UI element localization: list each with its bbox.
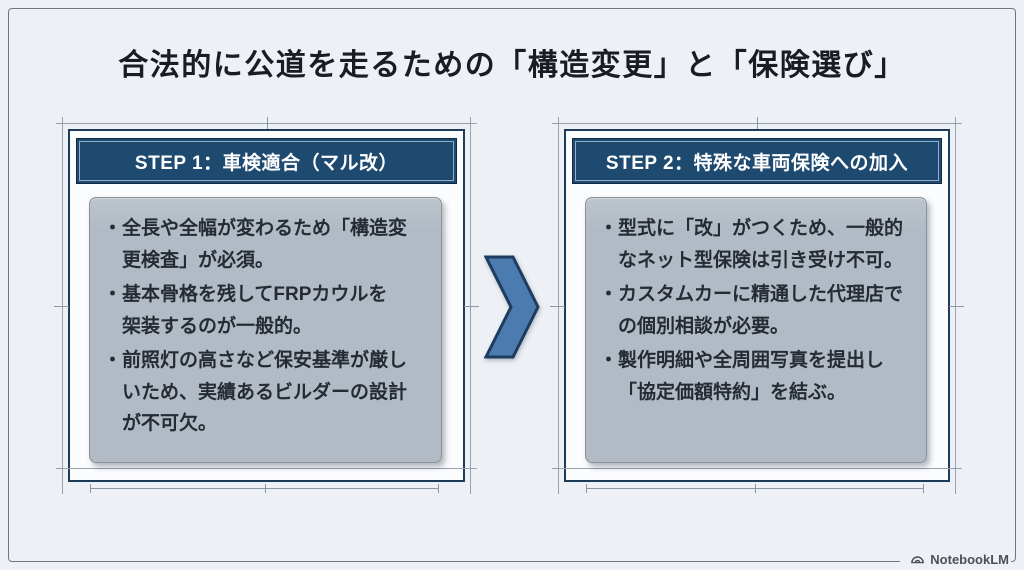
guide-tick [266, 117, 268, 129]
bullet-item: ・型式に「改」がつくため、一般的 なネット型保険は引き受け不可。 [599, 218, 904, 271]
guide-tick [464, 305, 479, 307]
guide-line [552, 468, 962, 469]
guide-line [552, 123, 962, 124]
step2-panel: STEP 2：特殊な車両保険への加入 ・型式に「改」がつくため、一般的 なネット… [550, 117, 964, 494]
notebooklm-label: NotebookLM [930, 552, 1009, 567]
bullet-item: ・全長や全幅が変わるため「構造変 更検査」が必須。 [103, 218, 408, 271]
notebooklm-watermark: NotebookLM [900, 551, 1011, 568]
bullet-item: ・基本骨格を残してFRPカウルを 架装するのが一般的。 [103, 284, 388, 337]
dimension-line [90, 484, 439, 493]
next-step-chevron-icon [484, 255, 540, 359]
step2-header: STEP 2：特殊な車両保険への加入 [572, 138, 942, 184]
bullet-item: ・前照灯の高さなど保安基準が厳し いため、実績あるビルダーの設計 が不可欠。 [103, 350, 408, 435]
bullet-item: ・製作明細や全周囲写真を提出し 「協定価額特約」を結ぶ。 [599, 350, 885, 403]
dimension-line [586, 484, 924, 493]
bullet-item: ・カスタムカーに精通した代理店で の個別相談が必要。 [599, 284, 904, 337]
guide-line [56, 123, 477, 124]
guide-tick [550, 305, 565, 307]
step2-header-label: STEP 2：特殊な車両保険への加入 [605, 152, 909, 174]
guide-line [558, 117, 559, 494]
guide-tick [949, 305, 964, 307]
step1-header: STEP 1：車検適合（マル改） [76, 138, 457, 184]
guide-line [955, 117, 956, 494]
page-title: 合法的に公道を走るための「構造変更」と「保険選び」 [118, 49, 906, 82]
guide-line [62, 117, 63, 494]
step1-card: ・全長や全幅が変わるため「構造変 更検査」が必須。 ・基本骨格を残してFRPカウ… [89, 197, 442, 463]
step2-card: ・型式に「改」がつくため、一般的 なネット型保険は引き受け不可。 ・カスタムカー… [585, 197, 927, 463]
step2-bullet-list: ・型式に「改」がつくため、一般的 なネット型保険は引き受け不可。 ・カスタムカー… [586, 198, 926, 419]
guide-line [470, 117, 471, 494]
guide-tick [54, 305, 69, 307]
step1-header-label: STEP 1：車検適合（マル改） [134, 152, 399, 174]
guide-line [56, 468, 477, 469]
step1-panel: STEP 1：車検適合（マル改） ・全長や全幅が変わるため「構造変 更検査」が必… [54, 117, 479, 494]
step1-bullet-list: ・全長や全幅が変わるため「構造変 更検査」が必須。 ・基本骨格を残してFRPカウ… [90, 198, 441, 451]
notebooklm-logo-icon [911, 556, 925, 564]
guide-tick [757, 117, 758, 129]
